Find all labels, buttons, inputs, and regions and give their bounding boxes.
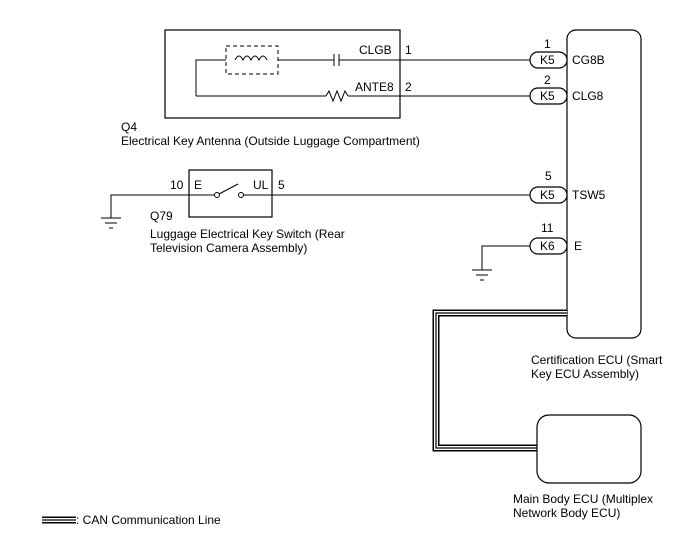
antenna-ref: Q4 [121,120,137,134]
connector-k5-pin5-label: K5 [540,188,555,202]
connector-k5-pin2-label: K5 [540,89,555,103]
switch-ref: Q79 [150,209,173,223]
certification-ecu-box [566,29,642,339]
antenna-box [164,29,401,119]
antenna-pin1-name: CLGB [359,43,392,57]
ecu-pin1-number: 1 [544,37,551,51]
antenna-pin2-name: ANTE8 [355,80,394,94]
connector-k5-pin1 [529,51,568,69]
switch-contact-right-icon [238,192,244,198]
switch-pin-e-name: E [194,178,202,192]
antenna-name: Electrical Key Antenna (Outside Luggage … [121,134,420,148]
ecu-pin11-name: E [574,239,582,253]
ground-icon-ecu [472,269,492,281]
ecu-pin2-name: CLG8 [572,89,604,103]
switch-pin-ul-name: UL [253,178,269,192]
switch-box [188,169,273,218]
switch-name-line2: Television Camera Assembly) [150,241,307,255]
main-body-ecu-name-line2: Network Body ECU) [513,506,620,520]
ecu-pin1-name: CG8B [572,53,605,67]
switch-lever-icon [218,183,239,195]
switch-contact-left-icon [214,192,220,198]
wire-switch-e-to-ground [110,194,189,218]
certification-ecu-name-line1: Certification ECU (Smart [531,353,663,367]
ground-icon-switch [101,217,121,229]
ecu-pin2-number: 2 [544,73,551,87]
can-communication-line [432,309,567,452]
antenna-pin2-number: 2 [405,80,412,94]
main-body-ecu-box [536,414,642,484]
antenna-internal-wire-top-left [195,59,226,96]
switch-pin-ul-number: 5 [278,178,285,192]
connector-k5-pin2 [529,87,568,105]
ecu-pin5-number: 5 [545,169,552,183]
antenna-pin1-number: 1 [405,43,412,57]
wire-ecu-e-to-ground [481,245,530,270]
can-line-legend-label: : CAN Communication Line [76,513,221,527]
certification-ecu-name-line2: Key ECU Assembly) [531,367,639,381]
switch-pin-e-number: 10 [170,178,184,192]
ecu-pin5-name: TSW5 [572,188,606,202]
antenna-resistor-icon [325,89,349,103]
switch-name-line1: Luggage Electrical Key Switch (Rear [150,227,345,241]
main-body-ecu-name-line1: Main Body ECU (Multiplex [513,492,653,506]
connector-k5-pin1-label: K5 [540,53,555,67]
antenna-coil-icon [234,55,268,62]
ecu-pin11-number: 11 [541,221,554,235]
connector-k6-pin11-label: K6 [540,239,555,253]
